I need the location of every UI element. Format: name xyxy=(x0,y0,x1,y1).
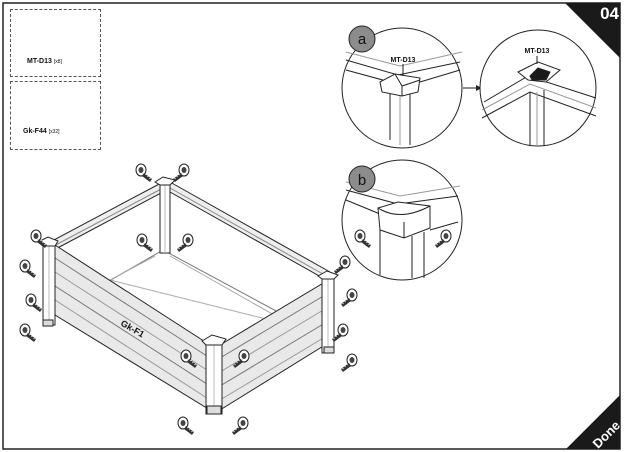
detail-a-after-callout: MT-D13 xyxy=(525,48,550,55)
detail-a-before-callout: MT-D13 xyxy=(391,57,416,64)
part-label-corner-cap: MT-D13 [x8] xyxy=(27,58,62,65)
part-qty: [x32] xyxy=(48,129,60,135)
detail-a-before-circle xyxy=(341,27,463,149)
parts-box-corner-cap: MT-D13 [x8] xyxy=(10,9,101,77)
detail-a-after-circle xyxy=(479,29,597,147)
detail-marker-b-letter: b xyxy=(358,172,366,189)
part-label-screw: Gk-F44 [x32] xyxy=(23,128,60,135)
part-qty: [x8] xyxy=(53,59,62,65)
arrow-head-icon xyxy=(476,85,482,91)
raised-bed-assembly xyxy=(37,176,339,415)
step-number: 04 xyxy=(600,4,619,23)
parts-box-screw: Gk-F44 [x32] xyxy=(10,81,101,150)
detail-marker-a-letter: a xyxy=(358,31,367,48)
done-badge xyxy=(566,395,620,449)
part-code: Gk-F44 xyxy=(23,128,47,135)
part-code: MT-D13 xyxy=(27,58,52,65)
detail-b-circle xyxy=(341,159,463,281)
detail-marker-b xyxy=(348,165,376,193)
step-badge xyxy=(565,3,620,58)
detail-marker-a xyxy=(348,25,376,53)
